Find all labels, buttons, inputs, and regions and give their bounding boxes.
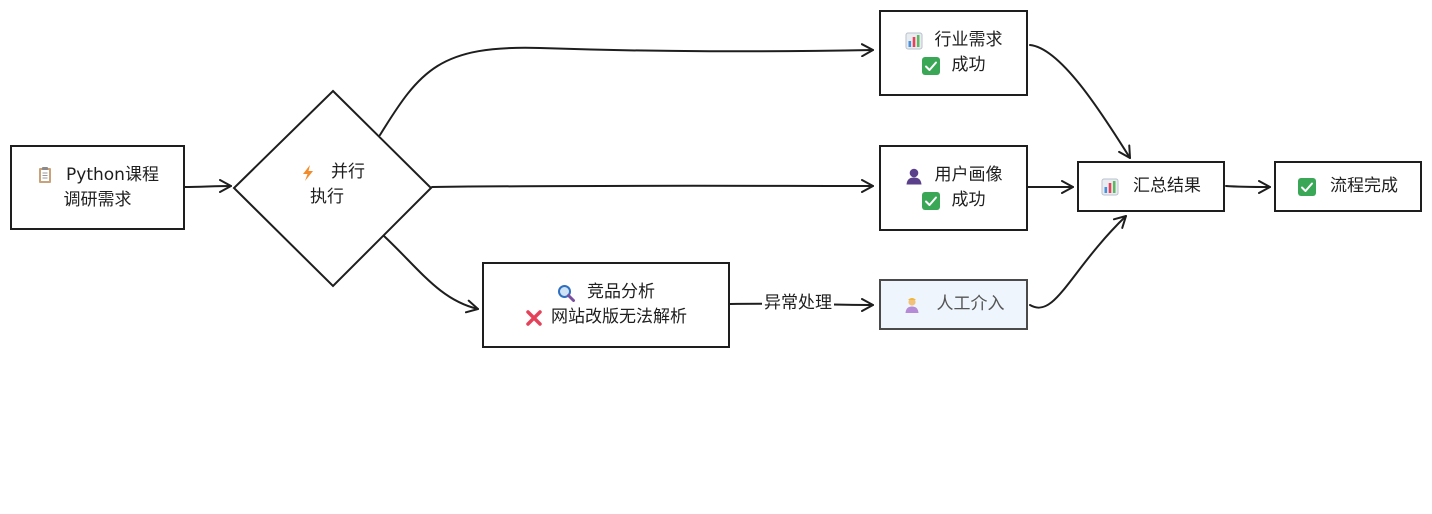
decision-node-label[interactable]: 并行 执行 (262, 160, 402, 210)
start-node-line1: Python课程 (66, 164, 159, 185)
bar-chart-icon (905, 32, 923, 50)
check-icon (1298, 177, 1316, 196)
industry-node[interactable]: 行业需求 成功 (879, 10, 1028, 96)
user-node[interactable]: 用户画像 成功 (879, 145, 1028, 231)
competitor-status: 网站改版无法解析 (551, 307, 687, 327)
lightning-icon (299, 164, 317, 182)
start-node[interactable]: Python课程 调研需求 (10, 145, 185, 230)
edge-manual-to-summary (1029, 215, 1127, 309)
edge-decision-to-industry (379, 43, 874, 136)
check-icon (921, 191, 940, 210)
manual-intervention-node[interactable]: 人工介入 (879, 279, 1028, 330)
worker-icon (903, 296, 921, 314)
decision-diamond (232, 89, 433, 288)
industry-title: 行业需求 (934, 30, 1003, 50)
user-status: 成功 (951, 190, 986, 210)
user-title: 用户画像 (934, 165, 1003, 185)
done-node[interactable]: 流程完成 (1274, 161, 1422, 212)
edge-summary-to-done (1225, 179, 1271, 194)
edge-industry-to-summary (1029, 44, 1131, 159)
bar-chart-icon (1101, 178, 1119, 196)
check-icon (921, 56, 940, 75)
decision-line1: 并行 (331, 162, 365, 182)
industry-status: 成功 (951, 55, 986, 75)
decision-line2: 执行 (310, 187, 344, 207)
edge-start-to-decision (184, 179, 232, 194)
edge-decision-to-user (431, 178, 874, 193)
manual-title: 人工介入 (936, 294, 1005, 314)
clipboard-icon (36, 166, 54, 184)
cross-icon (525, 309, 543, 327)
magnifier-icon (557, 284, 575, 302)
summary-title: 汇总结果 (1133, 176, 1201, 196)
done-title: 流程完成 (1330, 176, 1398, 196)
competitor-title: 竞品分析 (587, 282, 655, 302)
user-icon (905, 167, 923, 185)
edge-exception-label: 异常处理 (762, 291, 834, 315)
summary-node[interactable]: 汇总结果 (1077, 161, 1225, 212)
edge-decision-to-competitor (383, 235, 479, 314)
start-node-line2: 调研需求 (63, 189, 132, 210)
competitor-node[interactable]: 竞品分析 网站改版无法解析 (482, 262, 730, 348)
